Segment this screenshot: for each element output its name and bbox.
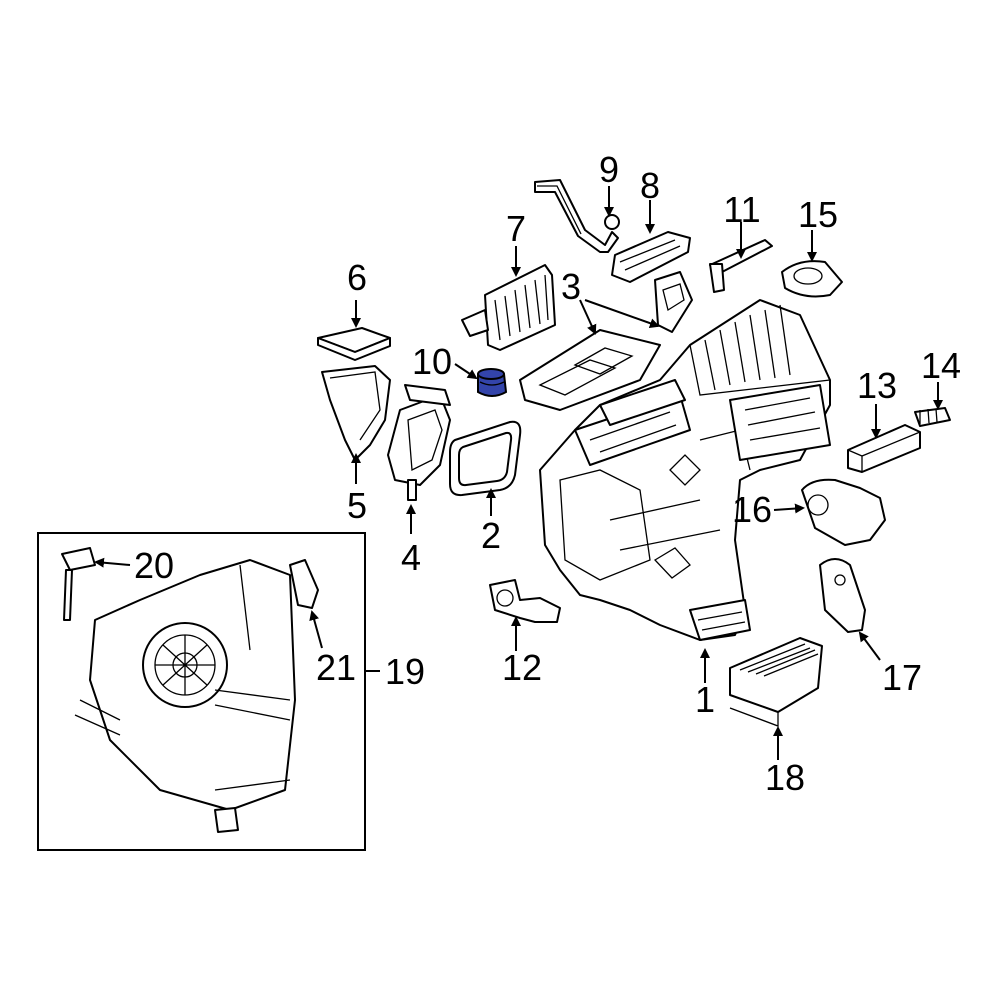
filter-pad-part-6 [317,327,391,361]
heater-element-part-18 [729,637,823,727]
callout-3: 3 [561,266,581,307]
actuator-part-16 [801,478,886,546]
callout-2: 2 [481,515,501,556]
callout-20: 20 [134,545,174,586]
callout-12: 12 [502,647,542,688]
callout-10: 10 [412,341,452,382]
evaporator-part-7 [461,264,556,351]
duct-part-5 [321,365,391,461]
leader-21 [309,610,323,649]
callout-13: 13 [857,365,897,406]
callout-1: 1 [695,679,715,720]
callout-7: 7 [506,208,526,249]
callout-21: 21 [316,647,356,688]
callout-11: 11 [723,189,760,230]
sensor-part-12 [489,579,561,623]
callout-18: 18 [765,757,805,798]
callout-16: 16 [732,489,772,530]
small-filter-part-14 [914,407,951,427]
callout-8: 8 [640,165,660,206]
seal-part-3 [519,271,693,411]
leader-10 [454,363,478,380]
tubes-part-9 [534,179,620,253]
callout-17: 17 [882,657,922,698]
callout-labels: 1 2 3 4 5 6 7 8 9 10 11 12 13 14 15 16 1… [134,149,961,798]
cabin-filter-part-13 [847,424,921,473]
bracket-part-17 [819,558,866,633]
grommet-part-10-highlighted [477,368,508,397]
hvac-housing-part-1 [539,299,831,641]
callout-5: 5 [347,485,367,526]
inset-box-part-19 [37,532,366,851]
callout-9: 9 [599,149,619,190]
gasket-part-2 [449,420,522,497]
callout-15: 15 [798,194,838,235]
leader-3a [579,299,597,335]
motor-part-15 [781,260,843,298]
actuator-part-4 [387,384,451,501]
callout-6: 6 [347,257,367,298]
callout-4: 4 [401,537,421,578]
leader-3b [584,299,660,329]
leader-16 [773,503,805,514]
heater-core-part-8 [611,231,691,283]
leader-17 [858,631,881,661]
callout-14: 14 [921,345,961,386]
leader-20 [94,557,131,568]
callout-19: 19 [385,651,425,692]
leader-lines [94,186,943,760]
